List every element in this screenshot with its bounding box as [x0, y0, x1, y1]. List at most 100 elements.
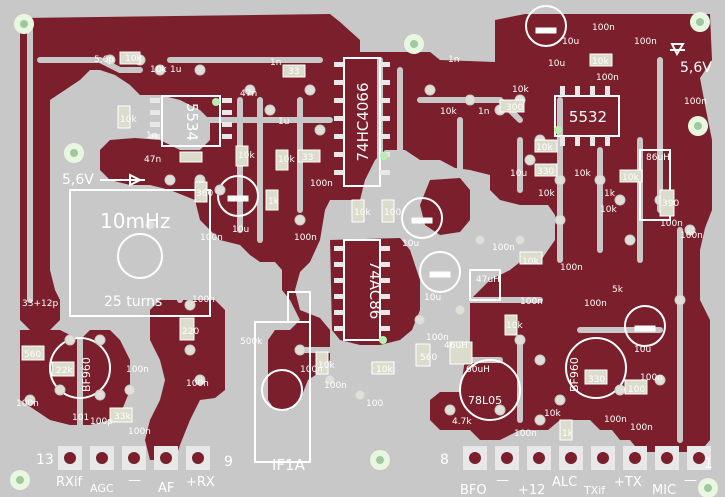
val-100-a: 100	[384, 208, 401, 218]
val-10k-j: 10k	[376, 365, 393, 375]
conn-label-rxif: RXif	[56, 475, 83, 490]
val-33-a: 33	[288, 67, 299, 77]
val-47uh: 47uH	[476, 275, 500, 285]
val-100n-l: 100n	[596, 73, 619, 83]
ic-74ac86-label: 74AC86	[366, 261, 384, 320]
val-100n-q: 100n	[520, 297, 543, 307]
val-390: 390	[662, 199, 679, 209]
val-100n-k: 100n	[634, 37, 657, 47]
val-33-b: 33	[302, 153, 313, 163]
val-10k-m: 10k	[536, 143, 553, 153]
val-100n-h: 100n	[426, 333, 449, 343]
val-10k-f: 10k	[354, 208, 371, 218]
val-100n-w: 100n	[492, 243, 515, 253]
val-100n-g: 100n	[310, 179, 333, 189]
ic-5532-label: 5532	[569, 108, 607, 126]
val-33-12p: 33+12p	[22, 299, 58, 309]
val-10k-r: 10k	[600, 205, 617, 215]
conn-label-tx: +TX	[614, 475, 642, 490]
conn-label-agc: AGC	[90, 482, 114, 495]
val-47k: 4.7k	[452, 417, 472, 427]
val-100p: 100p	[90, 417, 113, 427]
turns-label: 25 turns	[104, 294, 162, 310]
large-parts	[49, 43, 685, 463]
val-1n-d: 1n	[478, 107, 489, 117]
val-10k-l: 10k	[512, 85, 529, 95]
val-10k-g: 10k	[506, 321, 523, 331]
val-10k-k: 10k	[440, 107, 457, 117]
val-100b: 100	[628, 385, 645, 395]
val-100n-v: 100n	[680, 231, 703, 241]
val-100n-a: 100n	[200, 233, 223, 243]
supply-left-label: 5,6V	[62, 172, 94, 188]
val-1n-c: 1n	[448, 55, 459, 65]
electrolytic-caps	[217, 5, 666, 347]
val-100n-d: 100n	[128, 427, 151, 437]
connector-left-pads	[58, 446, 210, 470]
val-100n-r: 100n	[514, 429, 537, 439]
conn-label-minus-left: —	[128, 473, 141, 488]
val-1u-b: 1u	[278, 117, 289, 127]
val-100n-s: 100n	[604, 415, 627, 425]
val-1k-a: 1k	[268, 197, 280, 207]
conn-label-txif: TXif	[583, 484, 606, 497]
val-10k-e: 10k	[278, 155, 295, 165]
val-100n-y: 100n	[300, 365, 323, 375]
val-360: 360	[196, 189, 213, 199]
val-100n-m: 100n	[684, 97, 707, 107]
supply-right-label: 5,6V	[680, 60, 712, 76]
val-10k-q: 10k	[622, 173, 639, 183]
conn-right-num-1: 1	[704, 456, 713, 472]
val-10u-f: 10u	[562, 37, 579, 47]
val-220: 220	[182, 327, 199, 337]
val-100n-t: 100n	[630, 423, 653, 433]
conn-left-num-9: 9	[224, 454, 233, 470]
val-86uh: 86uH	[646, 153, 670, 163]
val-10u-g: 10u	[634, 345, 651, 355]
val-500k: 500k	[240, 337, 263, 347]
val-10u-e: 10u	[510, 169, 527, 179]
transistor-left-label: BF960	[80, 357, 93, 392]
val-100n-u: 100n	[640, 373, 663, 383]
transistor-right-label: BF960	[568, 357, 581, 392]
val-100n-o: 100n	[584, 299, 607, 309]
val-300: 300	[506, 103, 523, 113]
val-100n-i: 100n	[324, 381, 347, 391]
val-100n-b: 100n	[294, 233, 317, 243]
filter-label: IF1A	[272, 456, 306, 474]
val-100n-e: 100n	[186, 379, 209, 389]
ic-74hc4066-label: 74HC4066	[354, 82, 372, 161]
val-10u-c: 10u	[424, 293, 441, 303]
val-1k-c: 1k	[562, 429, 574, 439]
val-1n-a: 1n	[270, 58, 281, 68]
conn-label-alc: ALC	[552, 475, 577, 490]
val-101: 101	[72, 413, 89, 423]
val-47n-b: 47n	[144, 155, 161, 165]
val-1n-b: 1n	[146, 131, 157, 141]
component-values: 5,6p 10k 1u 10k 1n 33 47n 10k 1n 47n 10k…	[16, 23, 707, 439]
conn-label-minus-right: —	[496, 473, 509, 488]
val-100-b: 100	[366, 399, 383, 409]
val-33k: 33k	[114, 412, 131, 422]
val-5-6p: 5,6p	[94, 55, 114, 65]
inductor-label: 10mHz	[100, 209, 170, 233]
val-10k-a: 10k	[125, 54, 142, 64]
connector-right-pads	[463, 446, 711, 470]
val-330: 330	[537, 167, 554, 177]
val-22k: 22k	[56, 366, 73, 376]
val-10k-p: 10k	[574, 169, 591, 179]
val-10k-b: 10k	[150, 65, 167, 75]
pads	[24, 54, 696, 426]
val-46uh: 46uH	[444, 341, 468, 351]
mounting-holes	[10, 12, 718, 497]
val-560: 560	[24, 350, 41, 360]
ic-5534-label: 5534	[183, 103, 201, 141]
val-10k-i: 10k	[318, 361, 335, 371]
val-10k-c: 10k	[120, 115, 137, 125]
val-60uh: 60uH	[466, 365, 490, 375]
val-5k: 5k	[612, 285, 624, 295]
val-100n-p: 100n	[560, 263, 583, 273]
val-100n-f: 100n	[192, 295, 215, 305]
val-1k-b: 1k	[604, 189, 616, 199]
